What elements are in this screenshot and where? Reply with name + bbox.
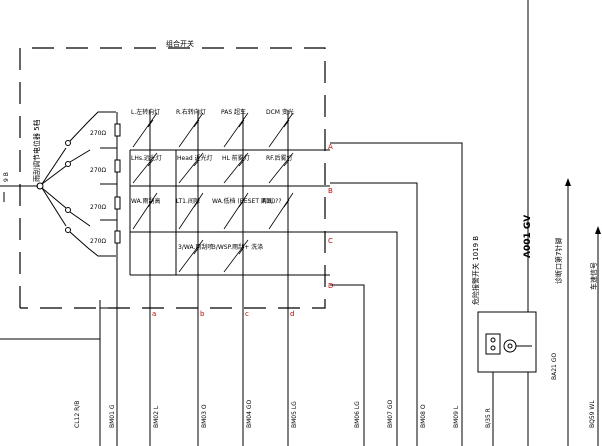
combo-switch-title: 组合开关 <box>166 39 194 48</box>
wire-label: BM08 O <box>420 404 427 428</box>
label-a1l: A1L.?? <box>262 198 282 205</box>
combo-switch-box <box>19 47 326 309</box>
label-wiper-wash: 3/WSP.雨刮+ 洗涤 <box>212 243 263 251</box>
resistor-label-1: 270Ω <box>90 130 106 137</box>
matrix-switches <box>132 112 294 273</box>
wire-label: BM01 G <box>109 404 116 428</box>
wire-label: BQ59 WL <box>589 400 596 428</box>
wire-label: BM07 GO <box>387 400 394 428</box>
col-marker-a: a <box>152 310 156 318</box>
wire-label: B/35 R <box>485 408 492 428</box>
label-front-fog: HL 前雾灯 <box>222 154 250 162</box>
diagnostic-label: 诊断口第7针脚 <box>554 238 563 284</box>
wire-label: BM05 LG <box>291 401 298 428</box>
label-dimmer: DCM 变光 <box>266 108 294 116</box>
label-high-beam: LHs.远光灯 <box>131 154 162 162</box>
left-cut-label: 9 B <box>3 172 10 182</box>
row-marker-a: A <box>328 143 333 151</box>
hazard-label: 危险报警开关 1019 B <box>471 236 480 305</box>
label-wiper-spray: 3/WA.雨刮喷 <box>178 243 213 251</box>
arrow-up-icon <box>595 226 601 234</box>
label-wiper-high: WA.雨刮高 <box>131 197 161 205</box>
rotary-selector-pivot <box>36 182 44 190</box>
col-marker-d: d <box>290 310 294 318</box>
row-marker-b: B <box>328 187 333 195</box>
col-marker-b: b <box>200 310 205 318</box>
col-marker-c: c <box>245 310 249 318</box>
wire-label: BM02 L <box>153 405 160 428</box>
resistor-label-2: 270Ω <box>90 167 106 174</box>
gv-label: A001 GV <box>523 215 533 258</box>
label-rear-fog: RF.后雾灯 <box>266 154 293 162</box>
speed-signal-label: 车速信号 <box>589 262 598 290</box>
wire-label: CL12 R/B <box>74 401 81 428</box>
wire-label: BM04 GO <box>246 400 253 428</box>
row-marker-d: D <box>328 282 333 290</box>
switch-matrix-grid <box>129 110 330 308</box>
rotary-selector <box>41 111 116 257</box>
resistor-ladder <box>100 112 121 446</box>
wire-label: BM09 L <box>453 405 460 428</box>
label-wiper-low: WA.低档 (RESET 雨刷) <box>212 197 275 205</box>
arrow-up-icon <box>565 178 571 186</box>
label-right-turn: R.右转向灯 <box>176 108 206 116</box>
wire-label: BA21 GO <box>551 353 558 380</box>
hazard-switch <box>477 0 537 446</box>
resistor-label-3: 270Ω <box>90 204 106 211</box>
label-low-beam: Head 近光灯 <box>177 154 213 162</box>
row-marker-c: C <box>328 237 333 245</box>
output-wires <box>0 142 463 446</box>
label-interval: LT1.间隙 <box>176 197 200 205</box>
resistor-label-4: 270Ω <box>90 238 106 245</box>
wiper-relay-label: 雨刮调节电位器 5档 <box>32 119 41 182</box>
wire-label: BM06 LG <box>354 401 361 428</box>
label-overtake: PAS 超车 <box>221 108 246 116</box>
wire-label: BM03 O <box>201 404 208 428</box>
label-left-turn: L.左转向灯 <box>131 108 160 116</box>
